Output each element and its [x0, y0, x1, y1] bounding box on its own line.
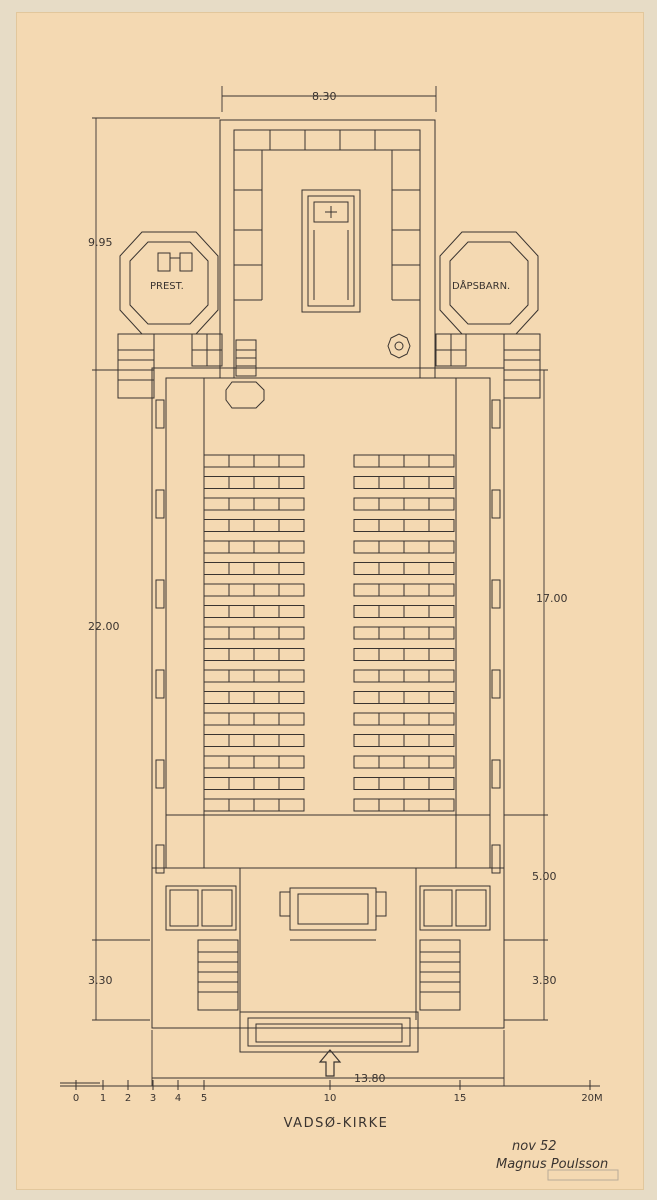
scale-tick-10: 10: [324, 1093, 337, 1104]
nave-windows: [155, 399, 501, 874]
pews-left: [203, 454, 305, 812]
dim-apse-width: 8.30: [312, 90, 337, 103]
apse: [219, 119, 436, 379]
drawing-title: VADSØ-KIRKE: [284, 1116, 389, 1131]
scale-tick-3: 3: [150, 1093, 156, 1104]
entrance-arrow: [318, 1049, 342, 1077]
dim-tower-height: 9.95: [88, 236, 113, 249]
right-tower: [435, 231, 541, 399]
drawing-sheet: [16, 12, 644, 1190]
scale-tick-1: 1: [100, 1093, 106, 1104]
scale-bar: [60, 1080, 600, 1090]
entrance-stairs-left: [197, 939, 239, 1011]
dim-total-width: 13.80: [354, 1072, 386, 1085]
dim-porch-length: 5.00: [532, 870, 557, 883]
pulpit: [225, 339, 265, 409]
dim-total-length: 22.00: [88, 620, 120, 633]
altar: [301, 189, 361, 313]
room-label-dapsbarn: DÅPSBARN.: [452, 279, 510, 292]
signature-date: nov 52: [512, 1139, 557, 1154]
left-tower: [117, 231, 223, 399]
archive-stamp: [547, 1169, 619, 1181]
dim-left-entry: 3.30: [88, 974, 113, 987]
scale-tick-5: 5: [201, 1093, 207, 1104]
entrance-stairs-right: [419, 939, 461, 1011]
pews-right: [353, 454, 455, 812]
dim-nave-length: 17.00: [536, 592, 568, 605]
room-label-prest: PREST.: [150, 281, 184, 292]
porch: [151, 867, 505, 1029]
dim-right-entry: 3.30: [532, 974, 557, 987]
scale-tick-2: 2: [125, 1093, 131, 1104]
baptismal-font: [387, 333, 411, 359]
scale-tick-15: 15: [454, 1093, 467, 1104]
scale-tick-0: 0: [73, 1093, 79, 1104]
dimension-lines: [92, 86, 548, 1086]
signature-name: Magnus Poulsson: [496, 1157, 608, 1172]
front-steps: [239, 1011, 419, 1053]
scale-tick-20m: 20M: [581, 1093, 602, 1104]
scale-tick-4: 4: [175, 1093, 181, 1104]
